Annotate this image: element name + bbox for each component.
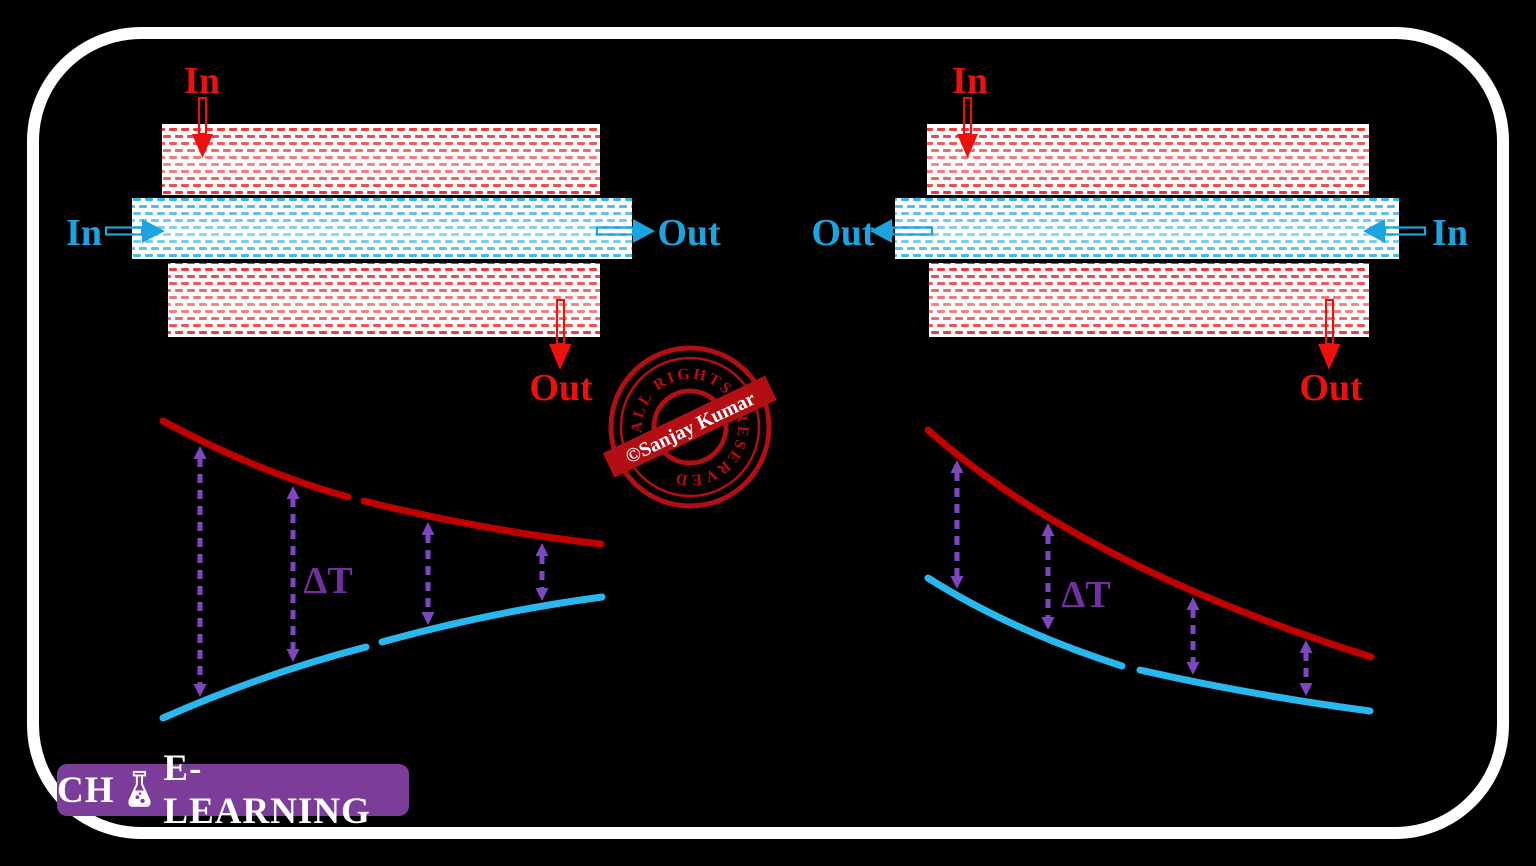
flask-icon — [127, 770, 151, 807]
arrowhead — [286, 649, 300, 662]
frame-border — [27, 27, 1509, 839]
counter-delta-t-label: ΔT — [1061, 574, 1110, 616]
parallel-delta-t-label: ΔT — [303, 560, 352, 602]
cold-tube-fade — [132, 198, 632, 259]
arrowhead — [1299, 640, 1313, 653]
hot-shell-bottom-fade — [168, 263, 600, 337]
hot-in-arrowhead — [957, 134, 978, 158]
arrowhead — [421, 522, 435, 535]
arrowhead — [950, 460, 964, 473]
counter-cold-out-label: Out — [811, 212, 875, 254]
counter-flow-profile: ΔT — [924, 426, 1375, 715]
arrowhead — [193, 684, 207, 697]
cold-out-arrowhead — [870, 219, 892, 243]
counter-cold-in-label: In — [1432, 212, 1468, 254]
hot-out-arrowhead — [1318, 344, 1341, 370]
stamp-outer-ring — [608, 345, 772, 509]
counter-hot-out-label: Out — [1299, 367, 1363, 409]
arrowhead — [950, 576, 964, 589]
hot-shell-top-fade — [162, 124, 600, 195]
hot-temperature-curve — [924, 426, 1375, 661]
cold-temperature-curve — [159, 643, 370, 722]
cold-temperature-curve — [924, 574, 1126, 670]
arrowhead — [286, 486, 300, 499]
cold-out-arrowhead — [633, 219, 655, 243]
parallel-cold-in-label: In — [66, 212, 102, 254]
arrowhead — [193, 446, 207, 459]
parallel-flow-profile: ΔT — [159, 417, 606, 722]
cold-in-arrowhead — [1363, 219, 1385, 243]
parallel-flow-exchanger: In In Out Out — [66, 60, 721, 409]
hot-in-arrowhead — [192, 134, 213, 158]
stamp-mid-ring — [619, 356, 761, 498]
arrowhead — [1299, 683, 1313, 696]
arrowhead — [1041, 523, 1055, 536]
counter-hot-in-label: In — [952, 60, 988, 102]
hot-shell-bottom-fade — [929, 263, 1369, 337]
hot-temperature-curve — [159, 417, 352, 501]
arrowhead — [421, 612, 435, 625]
cold-temperature-curve — [378, 593, 606, 646]
parallel-hot-out-label: Out — [529, 367, 593, 409]
parallel-cold-out-label: Out — [657, 212, 721, 254]
cold-tube-fade — [895, 198, 1399, 259]
badge-right-text: E-LEARNING — [163, 748, 371, 832]
counter-flow-exchanger: In Out In Out — [811, 60, 1468, 409]
arrowhead — [535, 588, 549, 601]
brand-badge: CH E-LEARNING — [57, 748, 409, 832]
cold-temperature-curve — [1136, 666, 1374, 715]
arrowhead — [1186, 597, 1200, 610]
arrowhead — [1041, 617, 1055, 630]
hot-temperature-curve — [360, 497, 605, 548]
arrowhead — [1186, 662, 1200, 675]
cold-in-arrowhead — [142, 219, 165, 243]
copyright-stamp: ALL RIGHTS RESERVED ©Sanjay Kumar — [602, 345, 777, 509]
badge-left-text: CH — [57, 769, 115, 811]
arrowhead — [535, 543, 549, 556]
hot-out-arrowhead — [549, 344, 572, 370]
stamp-banner-ribbon — [602, 375, 777, 478]
stamp-inner-ring — [651, 388, 729, 466]
parallel-hot-in-label: In — [184, 60, 220, 102]
hot-shell-top-fade — [927, 124, 1369, 195]
